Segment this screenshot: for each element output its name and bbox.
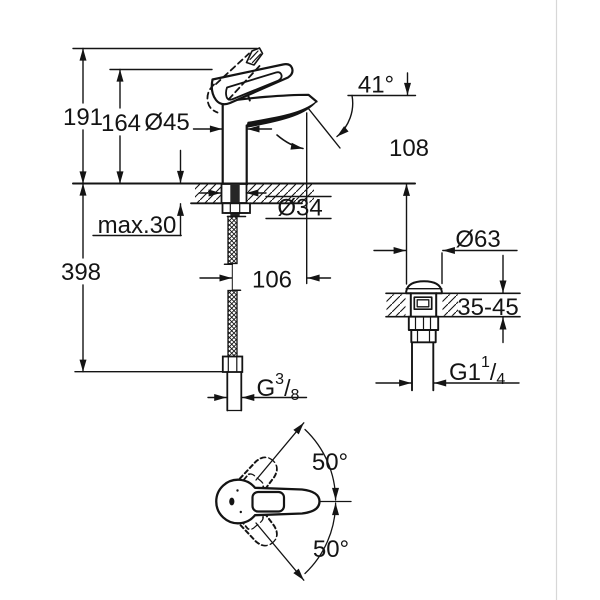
handle-top-view (215, 422, 352, 581)
dim-hole-diameter (198, 189, 332, 220)
label-body-diameter: Ø45 (144, 109, 189, 136)
dimension-labels: 191 164 Ø45 41° 108 Ø34 max.30 398 106 G… (61, 72, 519, 564)
popup-waste-view (373, 247, 521, 392)
handle-side-view (210, 63, 294, 106)
dim-spout-outlet-height (403, 72, 411, 285)
mounting-shank (220, 183, 251, 218)
dim-handle-swing (255, 422, 352, 581)
flexible-supply-hose (221, 215, 244, 412)
reference-lines (72, 47, 258, 373)
label-swing-lower: 50° (313, 536, 349, 563)
label-spout-projection: 106 (252, 267, 292, 294)
label-flange-diameter: Ø63 (455, 226, 500, 253)
handle-top-solid (215, 478, 321, 525)
flow-direction-arrow (276, 134, 304, 150)
label-spout-angle: 41° (358, 72, 394, 99)
label-spout-outlet-height: 108 (389, 135, 429, 162)
label-hole-diameter: Ø34 (277, 195, 322, 222)
faucet-body (220, 89, 318, 185)
label-total-height: 191 (63, 104, 103, 131)
dim-flange-diameter (373, 247, 518, 285)
dim-max-deck-thickness (92, 149, 184, 237)
label-drain-thread: G11/4 (449, 354, 505, 388)
handle-top-window (251, 490, 286, 513)
label-clamp-range: 35-45 (457, 294, 518, 321)
label-hose-length: 398 (61, 259, 101, 286)
hose-end-fitting (221, 355, 244, 373)
label-max-deck-thickness: max.30 (98, 212, 177, 239)
dim-spout-angle (307, 94, 417, 149)
dim-spout-projection (199, 112, 332, 291)
label-supply-thread: G3/8 (257, 371, 300, 404)
handle-raised-tip (245, 47, 264, 66)
label-swing-upper: 50° (312, 449, 348, 476)
waste-overflow-window (413, 296, 433, 311)
front-elevation-view (72, 47, 417, 412)
handle-pivot-mark (229, 497, 235, 506)
waste-valve (405, 280, 443, 392)
handle-loop-window (225, 71, 283, 101)
handle-raised-dashed (206, 52, 261, 114)
label-handle-height: 164 (101, 110, 141, 137)
waste-dome-cap (405, 280, 443, 295)
